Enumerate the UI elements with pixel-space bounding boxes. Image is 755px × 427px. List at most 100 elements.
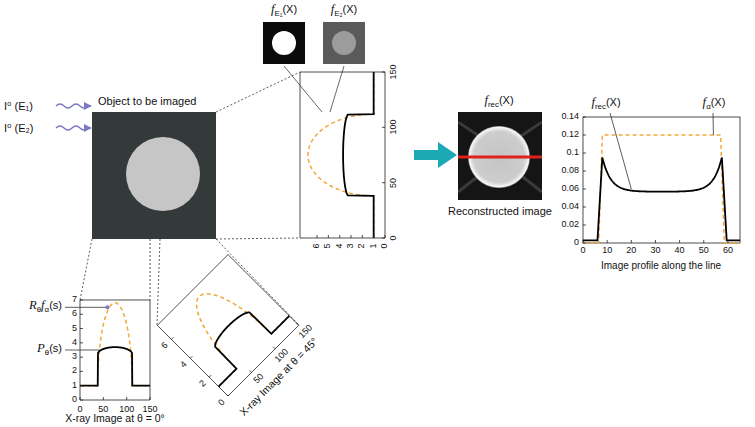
- plot-frame: [300, 72, 385, 238]
- label-text: 0: [580, 245, 585, 255]
- axis-tick: [583, 243, 586, 244]
- axis-tick: [583, 135, 586, 136]
- label-text: 0.12: [561, 129, 579, 139]
- image-panel: Reconstructed image: [458, 112, 542, 200]
- axis-tick: [80, 314, 83, 315]
- label-text: Image profile along the line: [601, 260, 721, 271]
- label-text: 6: [72, 308, 77, 318]
- figure-label: fE₂(X): [331, 3, 358, 19]
- figure-label: 0.1: [566, 148, 579, 158]
- leader-line: [610, 113, 631, 189]
- process-arrow: [414, 150, 440, 160]
- figure-label: 3: [346, 243, 356, 248]
- figure-label: 0.14: [561, 112, 579, 122]
- figure-label: 30: [650, 246, 660, 256]
- panel-caption: Object to be imaged: [98, 95, 196, 108]
- axis-tick: [631, 240, 632, 243]
- math-subscript: E₁: [274, 9, 282, 18]
- label-text: 1: [368, 243, 378, 248]
- figure-mark: [157, 239, 160, 325]
- figure-mark: [80, 239, 92, 300]
- label-text: 20: [626, 245, 636, 255]
- object-ground: [92, 112, 216, 239]
- figure-label: 60: [723, 246, 733, 256]
- label-text: 0.08: [561, 165, 579, 175]
- math-subscript: rec: [595, 102, 606, 111]
- figure-label: 0: [216, 397, 227, 408]
- axis-tick: [382, 238, 385, 239]
- label-text: 150: [388, 64, 398, 79]
- label-text: 4: [334, 243, 344, 248]
- figure-label: 0.12: [561, 130, 579, 140]
- measured-projection: [343, 72, 374, 238]
- axis-tick: [171, 337, 173, 339]
- math-symbol: P: [37, 341, 45, 355]
- label-text: 4: [178, 359, 189, 370]
- panel-image: [92, 112, 216, 239]
- reconstructed-profile: [583, 158, 740, 241]
- label-text: 0.14: [561, 111, 579, 121]
- axis-tick: [80, 385, 83, 386]
- axis-tick: [583, 153, 586, 154]
- axis-tick: [80, 371, 83, 372]
- axis-tick: [297, 323, 299, 325]
- label-text: 0.02: [561, 219, 579, 229]
- figure-label: 20: [626, 246, 636, 256]
- label-text: (s): [49, 299, 62, 311]
- axis-tick: [679, 240, 680, 243]
- figure-label: fα(X): [703, 96, 726, 112]
- axis-tick: [80, 400, 83, 401]
- figure-label: fE₁(X): [271, 3, 297, 19]
- profile-plot: [583, 117, 740, 243]
- material-image: [323, 22, 365, 64]
- label-text: 2: [356, 243, 366, 248]
- panel-caption: Reconstructed image: [448, 205, 552, 218]
- plot-frame: [583, 117, 740, 243]
- math-subscript: θ: [45, 348, 49, 357]
- image-panel: Object to be imaged: [92, 112, 216, 239]
- axis-tick: [385, 235, 386, 238]
- material-disc: [332, 31, 356, 55]
- math-symbol: f: [484, 93, 488, 107]
- material-disc: [272, 31, 296, 55]
- label-text: (X): [499, 94, 514, 106]
- label-text: (X): [282, 3, 297, 15]
- figure-label: 5: [323, 243, 333, 248]
- label-text: (X): [711, 96, 726, 108]
- leader-line: [65, 349, 100, 350]
- label-text: 2: [72, 365, 77, 375]
- label-text: 50: [699, 245, 709, 255]
- figure-label: 4: [179, 360, 190, 371]
- label-text: 100: [388, 120, 398, 135]
- axis-tick: [273, 347, 275, 349]
- axis-tick: [583, 240, 584, 243]
- label-text: I⁰ (E₂): [4, 122, 33, 134]
- math-symbol: f: [41, 298, 45, 312]
- figure-mark: [150, 239, 151, 300]
- axis-tick: [80, 397, 81, 400]
- figure-label: 50: [389, 178, 399, 188]
- label-text: 0: [216, 397, 227, 408]
- figure-label: 40: [675, 246, 685, 256]
- label-text: 10: [602, 245, 612, 255]
- axis-tick: [80, 299, 83, 300]
- label-text: 3: [72, 351, 77, 361]
- axis-tick: [583, 117, 586, 118]
- label-text: 5: [322, 243, 332, 248]
- figure-label: 3: [72, 352, 77, 362]
- ideal-projection: [308, 72, 374, 238]
- axis-tick: [339, 235, 340, 238]
- axis-tick: [226, 394, 228, 396]
- figure-label: 0: [580, 246, 585, 256]
- object-disc: [126, 137, 200, 211]
- math-subscript: α: [45, 306, 50, 315]
- math-symbol: f: [591, 95, 595, 109]
- axis-tick: [249, 370, 251, 372]
- label-text: X-ray Image at θ = 0°: [65, 412, 165, 424]
- label-text: (s): [49, 342, 62, 354]
- callout-dot: [105, 305, 109, 309]
- figure-label: frec(X): [484, 94, 513, 110]
- label-text: 0: [388, 235, 398, 240]
- axis-tick: [362, 235, 363, 238]
- leader-line: [284, 66, 322, 112]
